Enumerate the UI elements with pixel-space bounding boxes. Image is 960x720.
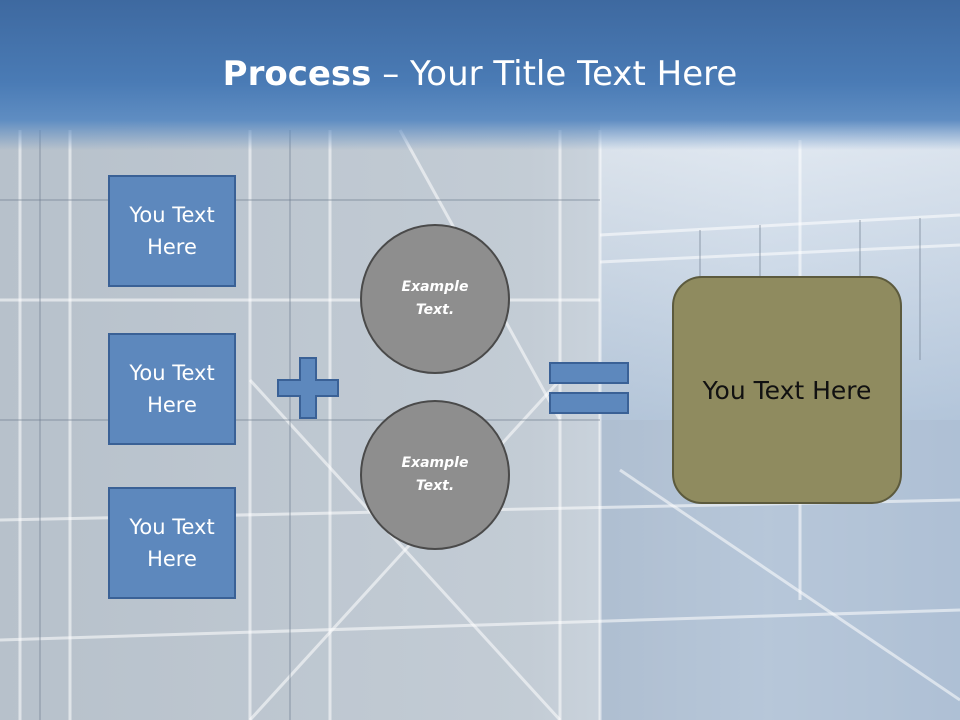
title-separator: – [371, 54, 411, 94]
title-band [0, 0, 960, 150]
title-bold: Process [222, 54, 372, 94]
circle-bottom[interactable]: Example Text. [360, 400, 510, 550]
left-box-1[interactable]: You Text Here [108, 175, 236, 287]
circle-top[interactable]: Example Text. [360, 224, 510, 374]
page-title: Process – Your Title Text Here [0, 52, 960, 96]
left-box-3-label: You Text Here [129, 515, 215, 571]
circle-bottom-label: Example Text. [401, 455, 469, 494]
left-box-2[interactable]: You Text Here [108, 333, 236, 445]
left-box-2-label: You Text Here [129, 361, 215, 417]
result-box[interactable]: You Text Here [672, 276, 902, 504]
plus-icon [277, 357, 339, 419]
equals-icon [549, 362, 629, 414]
result-box-label: You Text Here [702, 375, 872, 405]
title-rest: Your Title Text Here [410, 54, 738, 94]
left-box-3[interactable]: You Text Here [108, 487, 236, 599]
left-box-1-label: You Text Here [129, 203, 215, 259]
circle-top-label: Example Text. [401, 279, 469, 318]
